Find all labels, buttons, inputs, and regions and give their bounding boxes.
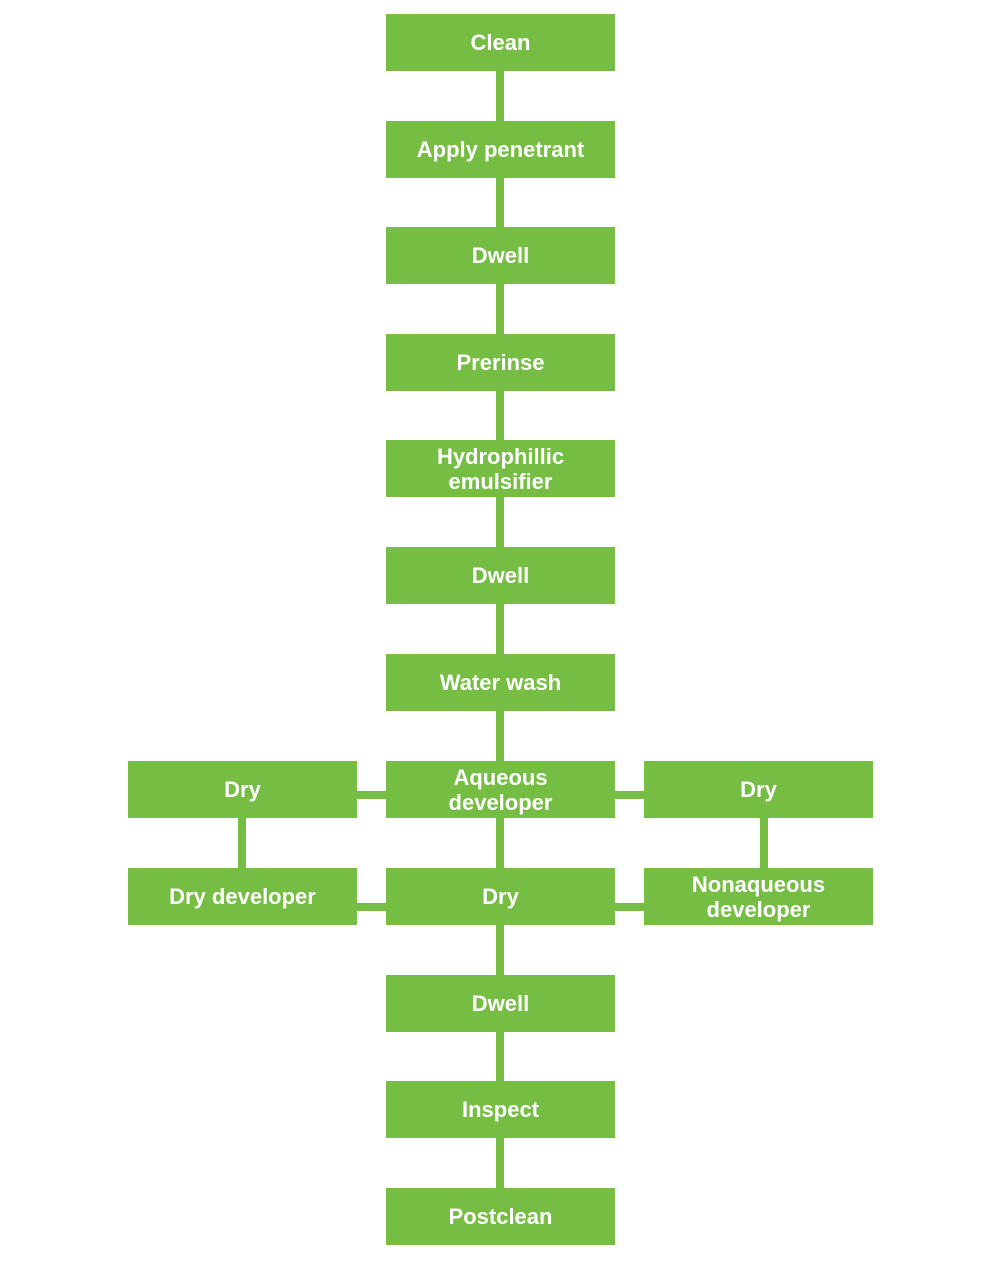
step-label: Dry [224, 777, 261, 802]
step-right-dry: Dry [644, 761, 873, 818]
step-aqueous-developer: Aqueous developer [386, 761, 615, 818]
step-dry-center: Dry [386, 868, 615, 925]
step-nonaqueous-developer: Nonaqueous developer [644, 868, 873, 925]
step-label: Hydrophillic emulsifier [436, 443, 565, 494]
step-label: Dry [740, 777, 777, 802]
connector-inspect-postclean [496, 1137, 504, 1188]
step-clean: Clean [386, 14, 615, 71]
connector-left-dry-drydeveloper [238, 817, 246, 868]
connector-right-dry-nonaqueous [760, 817, 768, 868]
step-label: Water wash [439, 670, 562, 695]
connector-clean-apply [496, 70, 504, 121]
step-dwell-2: Dwell [386, 547, 615, 604]
connector-dwell-prerinse [496, 284, 504, 334]
connector-left-dry-aqueous [357, 791, 386, 799]
connector-aqueous-dry [496, 817, 504, 868]
step-label: Aqueous developer [448, 764, 553, 815]
step-inspect: Inspect [386, 1081, 615, 1138]
step-apply-penetrant: Apply penetrant [386, 121, 615, 178]
step-label: Inspect [461, 1097, 540, 1122]
step-label: Dwell [471, 563, 530, 588]
step-water-wash: Water wash [386, 654, 615, 711]
step-label: Postclean [448, 1204, 553, 1229]
connector-drydeveloper-dry [357, 903, 386, 911]
step-label: Dry developer [169, 884, 316, 909]
connector-emulsifier-dwell [496, 497, 504, 547]
step-left-dry: Dry [128, 761, 357, 818]
connector-dwell-waterwash [496, 604, 504, 654]
step-label: Dry [482, 884, 519, 909]
step-label: Nonaqueous developer [691, 871, 826, 922]
step-dwell-1: Dwell [386, 227, 615, 284]
connector-waterwash-aqueous [496, 710, 504, 761]
connector-apply-dwell [496, 177, 504, 227]
step-prerinse: Prerinse [386, 334, 615, 391]
connector-dwell-inspect [496, 1031, 504, 1081]
connector-dry-dwell [496, 924, 504, 975]
step-label: Apply penetrant [416, 137, 585, 162]
step-label: Dwell [471, 991, 530, 1016]
connector-dry-nonaqueous [615, 903, 644, 911]
step-label: Dwell [471, 243, 530, 268]
connector-prerinse-emulsifier [496, 390, 504, 440]
step-dwell-3: Dwell [386, 975, 615, 1032]
connector-aqueous-right-dry [615, 791, 644, 799]
step-label: Prerinse [456, 350, 545, 375]
step-hydrophillic-emulsifier: Hydrophillic emulsifier [386, 440, 615, 497]
step-dry-developer: Dry developer [128, 868, 357, 925]
step-postclean: Postclean [386, 1188, 615, 1245]
step-label: Clean [470, 30, 531, 55]
